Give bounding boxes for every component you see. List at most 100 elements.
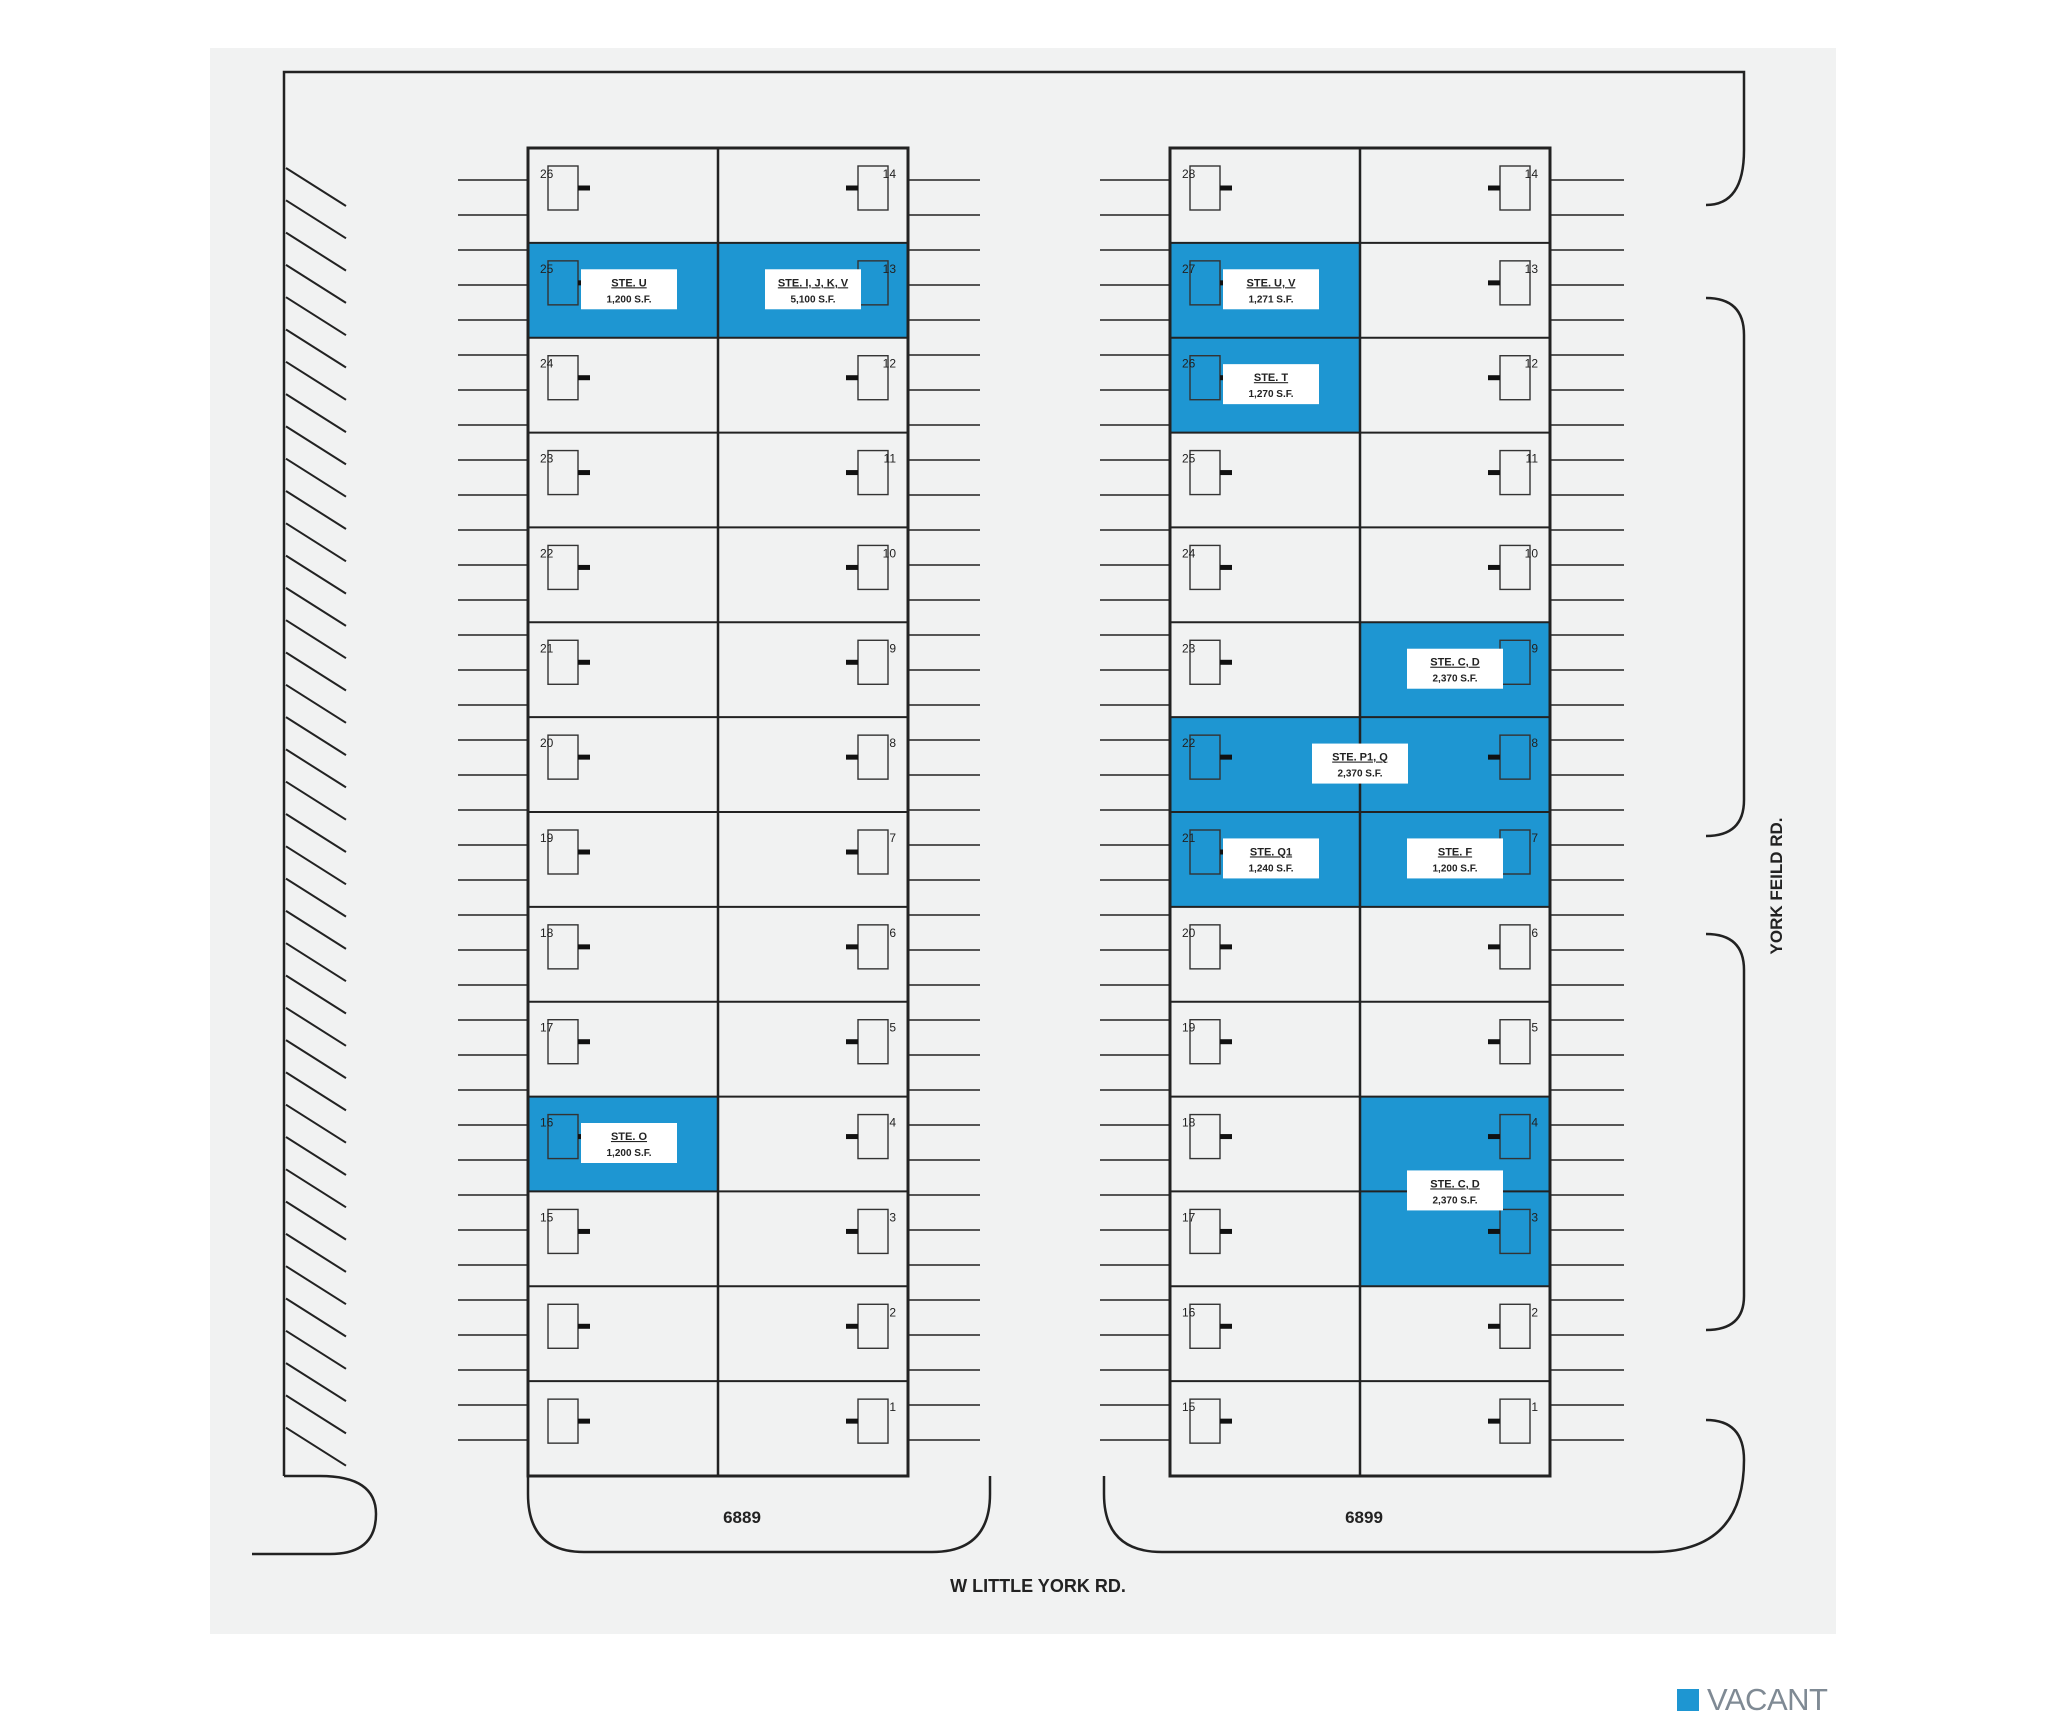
diagonal-stall-line	[285, 167, 347, 207]
diagonal-stall-line	[285, 1265, 347, 1306]
unit-number-left: 24	[540, 357, 554, 371]
buildings	[526, 146, 1552, 1478]
unit-number-right: 8	[889, 736, 896, 750]
suite-area: 1,271 S.F.	[1248, 294, 1293, 305]
suite-label-box	[1223, 269, 1319, 310]
unit-number-right: 14	[1525, 167, 1539, 181]
diagonal-stall-line	[285, 522, 347, 563]
suite-label-box	[1312, 743, 1408, 784]
plan-background	[210, 48, 1836, 1634]
unit-number-left: 19	[540, 831, 554, 845]
address-right: 6899	[1345, 1508, 1383, 1527]
unit-number-right: 2	[1531, 1305, 1538, 1319]
unit-number-right: 9	[889, 641, 896, 655]
diagonal-stall-line	[285, 587, 347, 627]
suite-label-box	[1223, 364, 1319, 405]
unit-number-left: 20	[540, 736, 554, 750]
diagonal-stall-line	[285, 1006, 347, 1047]
suite-area: 5,100 S.F.	[790, 294, 835, 305]
suite-name: STE. U	[611, 277, 647, 289]
address-left: 6889	[723, 1508, 761, 1527]
road-label-right: YORK FEILD RD.	[1767, 818, 1786, 955]
diagonal-stall-line	[285, 425, 347, 466]
unit-number-left: 28	[1182, 167, 1196, 181]
site-curb	[282, 70, 1746, 1476]
suite-name: STE. O	[611, 1131, 648, 1143]
unit-number-right: 8	[1531, 736, 1538, 750]
diagonal-stall-line	[285, 1136, 347, 1176]
legend-label: VACANT	[1707, 1682, 1828, 1717]
suite-label-box	[581, 1123, 677, 1163]
diagonal-stall-line	[285, 748, 347, 789]
unit-number-right: 5	[889, 1021, 896, 1035]
suite-label-box	[765, 269, 861, 310]
suite-area: 1,200 S.F.	[606, 1148, 651, 1159]
unit-number-left: 16	[1182, 1305, 1196, 1319]
unit-number-right: 6	[889, 926, 896, 940]
median-island-lower	[1705, 932, 1746, 1332]
unit-number-left: 22	[540, 546, 554, 560]
diagonal-stall-line	[285, 554, 347, 595]
diagonal-stall-line	[285, 1362, 347, 1402]
unit-number-left: 25	[1182, 452, 1196, 466]
unit-number-left: 18	[540, 926, 554, 940]
road-label-bottom: W LITTLE YORK RD.	[950, 1576, 1126, 1596]
unit-number-left: 22	[1182, 736, 1196, 750]
diagonal-stall-line	[285, 845, 347, 886]
diagonal-stall-line	[285, 877, 347, 918]
diagonal-stall-line	[285, 393, 347, 433]
unit-number-left: 17	[1182, 1210, 1196, 1224]
unit-number-left: 19	[1182, 1021, 1196, 1035]
suite-area: 2,370 S.F.	[1432, 1195, 1477, 1206]
suite-label-box	[1407, 648, 1503, 689]
suite-area: 1,270 S.F.	[1248, 389, 1293, 400]
suite-name: STE. U, V	[1247, 277, 1297, 289]
unit-number-right: 1	[889, 1400, 896, 1414]
suite-area: 1,200 S.F.	[1432, 863, 1477, 874]
unit-number-left: 20	[1182, 926, 1196, 940]
unit-number-right: 3	[1531, 1210, 1538, 1224]
diagonal-stall-line	[285, 231, 347, 272]
suite-label-box	[1223, 838, 1319, 879]
unit-number-left: 24	[1182, 546, 1196, 560]
suite-labels: STE. U1,200 S.F.STE. I, J, K, V5,100 S.F…	[581, 269, 1503, 1211]
curb-corner-bottom-left	[252, 1474, 378, 1556]
diagonal-stall-line	[285, 1039, 347, 1079]
diagonal-stall-line	[285, 1297, 347, 1338]
diagonal-stall-line	[285, 1329, 347, 1370]
suite-area: 1,240 S.F.	[1248, 863, 1293, 874]
unit-number-left: 25	[540, 262, 554, 276]
unit-number-left: 23	[540, 452, 554, 466]
suite-name: STE. C, D	[1430, 1178, 1480, 1190]
unit-number-left: 26	[1182, 357, 1196, 371]
unit-number-left: 16	[540, 1116, 554, 1130]
diagonal-stall-line	[285, 1071, 347, 1112]
diagonal-stall-line	[285, 360, 347, 401]
diagonal-stall-line	[285, 328, 347, 369]
suite-name: STE. P1, Q	[1332, 752, 1388, 764]
unit-number-right: 9	[1531, 641, 1538, 655]
suite-label-box	[1407, 838, 1503, 879]
suite-name: STE. T	[1254, 372, 1289, 384]
unit-number-left: 26	[540, 167, 554, 181]
unit-number-right: 10	[883, 546, 897, 560]
diagonal-stall-line	[285, 490, 347, 530]
diagonal-stall-line	[285, 813, 347, 853]
suite-label-box	[1407, 1170, 1503, 1211]
unit-number-right: 7	[889, 831, 896, 845]
diagonal-stall-line	[285, 1200, 347, 1241]
diagonal-stall-line	[285, 1103, 347, 1144]
legend: VACANT	[1677, 1682, 1828, 1718]
curb-center-island	[526, 1476, 992, 1554]
suite-name: STE. C, D	[1430, 657, 1480, 669]
curb-corner-top-right	[1705, 149, 1746, 207]
parking-stalls	[458, 179, 1624, 1441]
diagonal-stall-line	[285, 942, 347, 983]
suite-area: 2,370 S.F.	[1337, 769, 1382, 780]
unit-number-left: 27	[1182, 262, 1196, 276]
median-island-upper	[1705, 296, 1746, 838]
unit-number-right: 14	[883, 167, 897, 181]
diagonal-stall-line	[285, 1394, 347, 1435]
